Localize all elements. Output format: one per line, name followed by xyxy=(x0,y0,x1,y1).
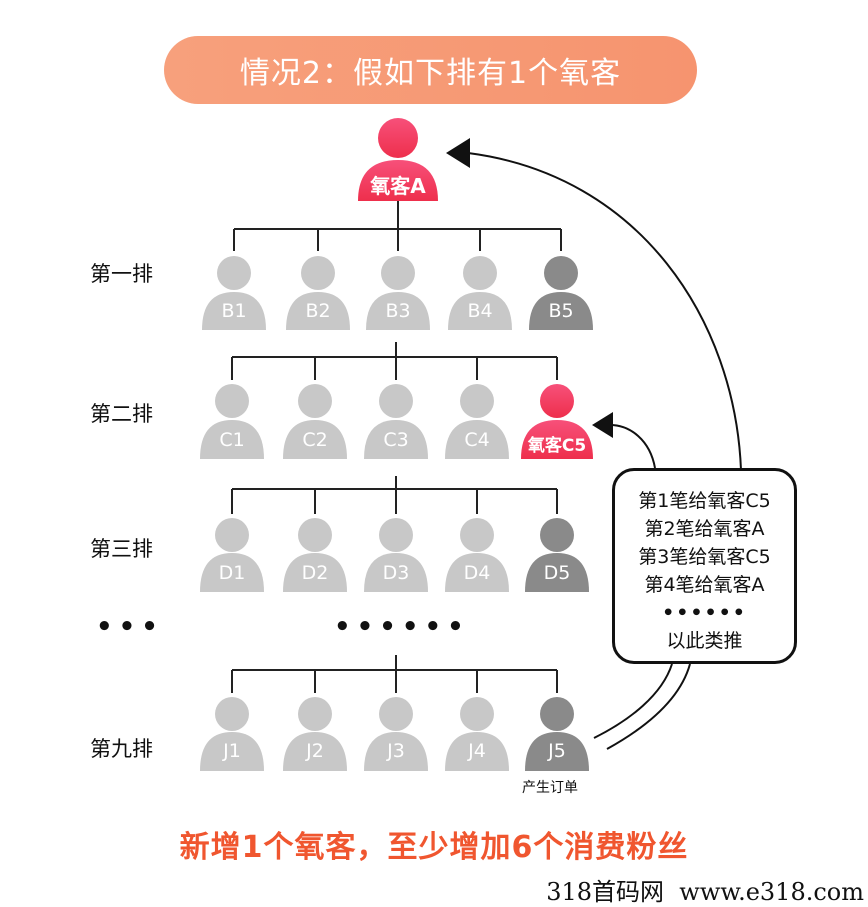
note-line: 以此类推 xyxy=(666,630,743,652)
person-icon xyxy=(366,256,430,330)
person-icon xyxy=(364,697,428,771)
arrow-to-c5 xyxy=(609,424,656,469)
title-banner: 情况2：假如下排有1个氧客 xyxy=(164,36,697,104)
note-line: 第4笔给氧客A xyxy=(644,574,765,596)
person-icon xyxy=(364,518,428,592)
person-icon xyxy=(283,697,347,771)
arrowhead-top xyxy=(446,138,470,168)
person-icon xyxy=(202,256,266,330)
node-label: D4 xyxy=(463,562,491,584)
node-label: B4 xyxy=(467,300,493,322)
person-icon xyxy=(445,384,509,459)
node-label: J3 xyxy=(387,740,405,762)
node-label: 氧客C5 xyxy=(527,436,587,456)
person-icon-top xyxy=(358,118,438,201)
note-line: 第3笔给氧客C5 xyxy=(638,546,771,568)
node-label: J4 xyxy=(468,740,486,762)
connector-row1 xyxy=(233,201,562,251)
note-line: 第1笔给氧客C5 xyxy=(638,490,771,512)
person-icon xyxy=(448,256,512,330)
node-label: B1 xyxy=(221,300,247,322)
person-icon xyxy=(283,384,347,459)
link-j5-to-note-2 xyxy=(606,663,691,750)
person-icon xyxy=(445,518,509,592)
node-label: B2 xyxy=(305,300,331,322)
top-node-label: 氧客A xyxy=(370,174,426,198)
connector-row3 xyxy=(231,476,558,514)
connector-row2 xyxy=(231,342,558,380)
row-label: 第一排 xyxy=(90,262,153,286)
note-box: 第1笔给氧客C5 第2笔给氧客A 第3笔给氧客C5 第4笔给氧客A ••••••… xyxy=(612,468,797,664)
watermark: 318首码网 www.e318.com xyxy=(546,878,864,906)
person-icon xyxy=(200,518,264,592)
node-label: B3 xyxy=(385,300,411,322)
person-icon xyxy=(200,697,264,771)
note-line: •••••• xyxy=(662,602,747,624)
connector-row9 xyxy=(231,655,558,693)
arrow-to-top-node xyxy=(467,152,742,471)
node-label: C4 xyxy=(464,429,490,451)
order-label: 产生订单 xyxy=(522,780,578,796)
row-label: 第三排 xyxy=(90,537,153,561)
node-label: J5 xyxy=(548,740,566,762)
node-label: C3 xyxy=(383,429,409,451)
person-icon xyxy=(529,256,593,330)
node-label: C2 xyxy=(302,429,328,451)
person-icon xyxy=(521,384,593,459)
row-label: 第九排 xyxy=(90,737,153,761)
ellipsis-left: ••• xyxy=(96,612,164,642)
person-icon xyxy=(200,384,264,459)
node-label: D2 xyxy=(301,562,329,584)
node-label: J1 xyxy=(223,740,241,762)
person-icon xyxy=(364,384,428,459)
node-label: D3 xyxy=(382,562,410,584)
person-icon xyxy=(283,518,347,592)
node-label: B5 xyxy=(548,300,574,322)
note-line: 第2笔给氧客A xyxy=(644,518,765,540)
arrowhead-c5 xyxy=(592,412,613,438)
node-label: D5 xyxy=(543,562,571,584)
footer-caption: 新增1个氧客，至少增加6个消费粉丝 xyxy=(179,830,689,865)
node-label: D1 xyxy=(218,562,246,584)
ellipsis-middle: •••••• xyxy=(334,612,470,642)
node-label: J2 xyxy=(306,740,324,762)
person-icon xyxy=(445,697,509,771)
node-label: C1 xyxy=(219,429,245,451)
row-label: 第二排 xyxy=(90,402,153,426)
link-j5-to-note-1 xyxy=(593,663,673,739)
person-icon xyxy=(525,518,589,592)
person-icon xyxy=(525,697,589,771)
person-icon xyxy=(286,256,350,330)
